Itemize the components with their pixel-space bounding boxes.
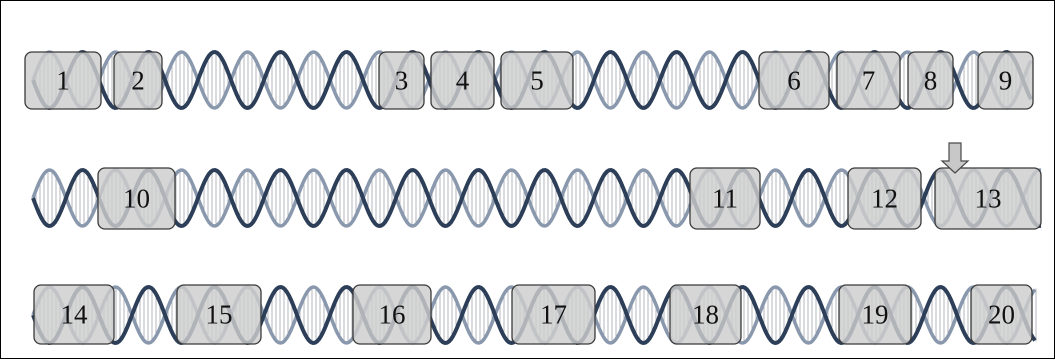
- segment-box-16: 16: [352, 284, 432, 345]
- segment-box-12: 12: [847, 167, 922, 230]
- segment-label-19: 19: [862, 300, 889, 330]
- segment-box-5: 5: [500, 51, 574, 110]
- segment-box-10: 10: [97, 167, 176, 230]
- segment-label-3: 3: [395, 66, 409, 96]
- segment-box-15: 15: [176, 284, 262, 345]
- segment-label-18: 18: [692, 300, 719, 330]
- segment-label-1: 1: [56, 66, 70, 96]
- segment-box-19: 19: [838, 284, 912, 345]
- segment-label-10: 10: [123, 184, 150, 214]
- segment-label-16: 16: [379, 300, 406, 330]
- segment-label-12: 12: [871, 184, 898, 214]
- segment-box-13: 13: [934, 167, 1042, 230]
- segment-box-14: 14: [33, 284, 115, 345]
- segment-box-6: 6: [758, 51, 830, 110]
- segment-box-11: 11: [689, 167, 761, 230]
- segment-box-8: 8: [907, 51, 954, 110]
- segment-label-20: 20: [988, 300, 1015, 330]
- segment-label-8: 8: [924, 66, 938, 96]
- segment-label-17: 17: [540, 300, 567, 330]
- segment-label-13: 13: [975, 184, 1002, 214]
- segment-box-9: 9: [977, 51, 1034, 110]
- segment-label-9: 9: [999, 66, 1013, 96]
- segment-box-18: 18: [669, 284, 742, 345]
- segment-box-4: 4: [430, 51, 495, 110]
- segment-box-7: 7: [836, 51, 901, 110]
- segment-label-2: 2: [131, 66, 145, 96]
- segment-box-1: 1: [24, 51, 102, 110]
- segment-label-6: 6: [787, 66, 801, 96]
- segment-box-17: 17: [511, 284, 596, 345]
- segment-box-2: 2: [113, 51, 163, 110]
- segment-label-11: 11: [712, 184, 738, 214]
- down-arrow-icon: [940, 142, 970, 174]
- segment-label-7: 7: [862, 66, 876, 96]
- segment-label-5: 5: [530, 66, 544, 96]
- segment-label-14: 14: [61, 300, 89, 330]
- segment-box-20: 20: [970, 284, 1033, 345]
- segment-label-15: 15: [206, 300, 233, 330]
- segment-label-4: 4: [456, 66, 470, 96]
- segment-box-3: 3: [378, 51, 425, 110]
